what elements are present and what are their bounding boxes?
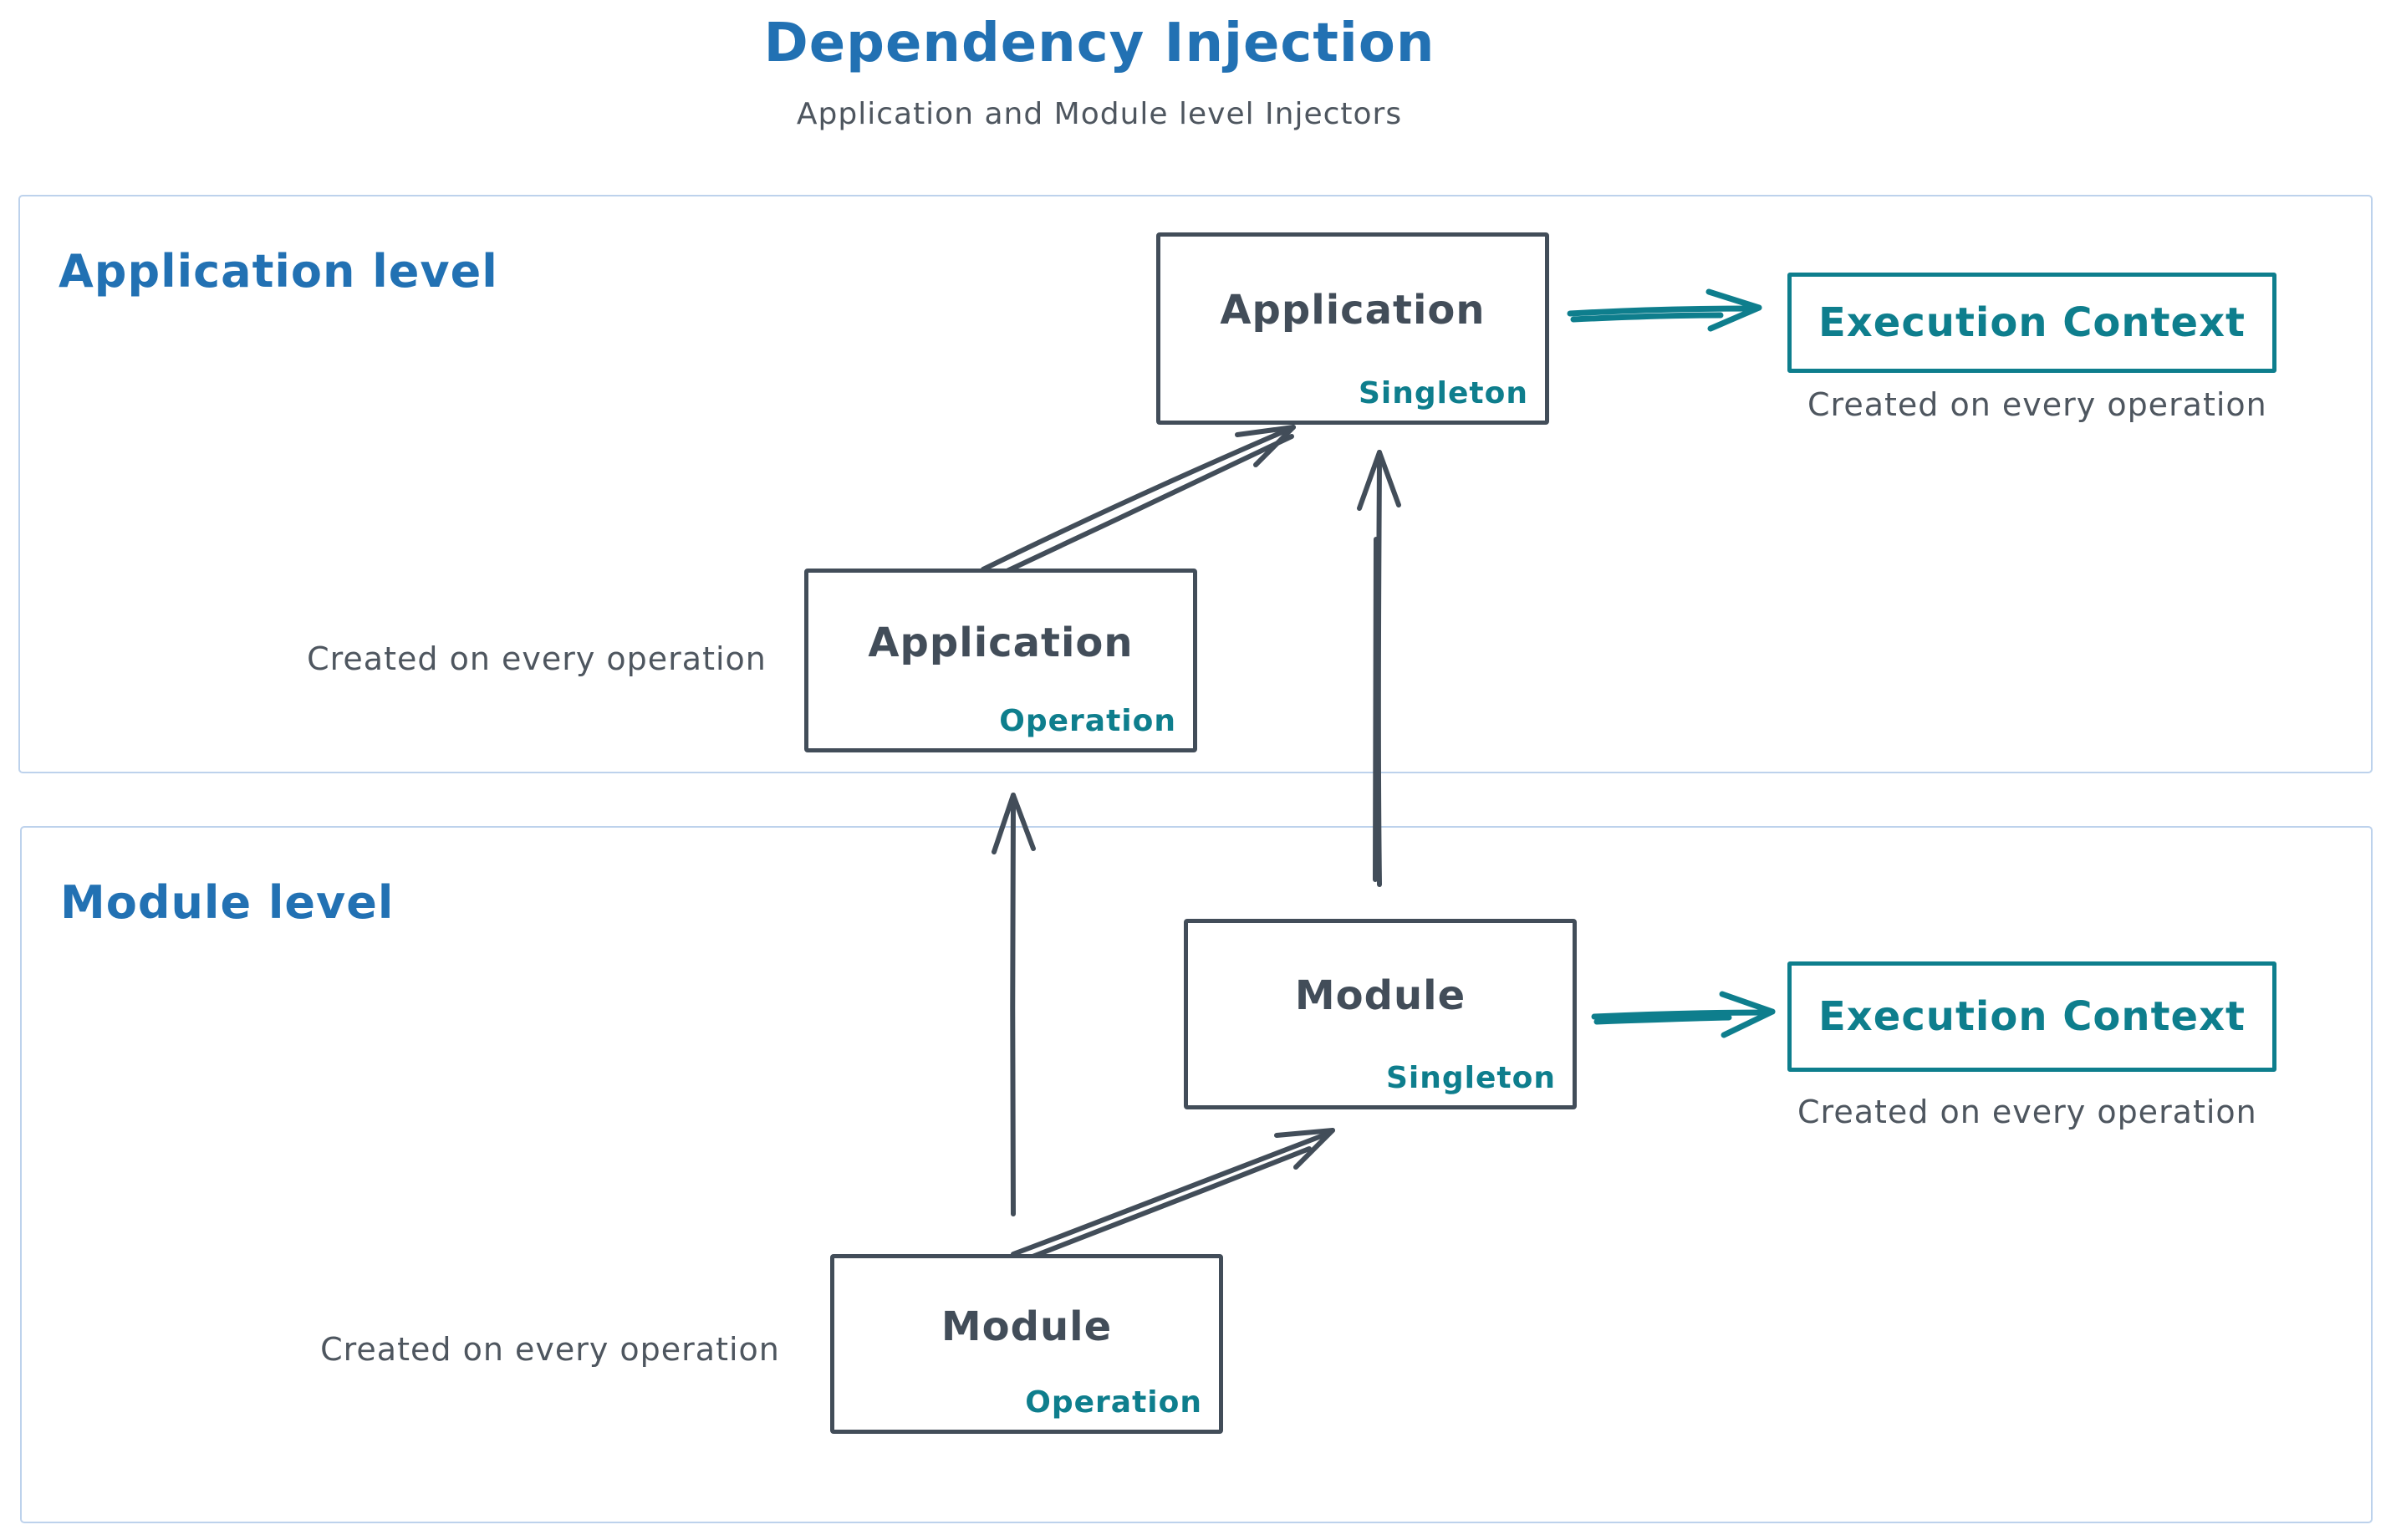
arrow-module-operation-to-app-operation xyxy=(992,793,1036,1216)
node-application-operation-title: Application xyxy=(868,620,1134,666)
node-module-singleton-title: Module xyxy=(1294,972,1466,1020)
title-block: Dependency Injection Application and Mod… xyxy=(736,13,1463,131)
node-module-singleton-scope: Singleton xyxy=(1386,1061,1556,1095)
arrow-module-singleton-to-app-singleton xyxy=(1357,450,1401,887)
arrow-app-singleton-to-execution-context xyxy=(1567,288,1762,332)
module-execution-context-note: Created on every operation xyxy=(1797,1094,2257,1130)
node-module-operation-scope: Operation xyxy=(1025,1385,1202,1420)
arrow-module-singleton-to-execution-context xyxy=(1591,991,1776,1038)
node-module-operation-title: Module xyxy=(941,1303,1113,1350)
application-level-section: Application level xyxy=(18,195,2373,773)
app-execution-context-note: Created on every operation xyxy=(1807,386,2267,423)
module-operation-note: Created on every operation xyxy=(320,1331,780,1368)
node-module-singleton: Module Singleton xyxy=(1184,919,1577,1109)
node-module-operation: Module Operation xyxy=(830,1254,1223,1434)
arrow-module-operation-to-module-singleton xyxy=(1011,1128,1335,1265)
node-application-operation: Application Operation xyxy=(804,569,1197,752)
node-application-singleton: Application Singleton xyxy=(1156,232,1549,425)
module-level-label: Module level xyxy=(60,876,395,929)
application-level-label: Application level xyxy=(59,245,498,298)
node-module-execution-context: Execution Context xyxy=(1787,961,2276,1072)
arrow-app-operation-to-app-singleton xyxy=(981,425,1296,583)
node-application-operation-scope: Operation xyxy=(999,704,1176,738)
app-operation-note: Created on every operation xyxy=(307,640,767,677)
node-application-singleton-scope: Singleton xyxy=(1359,376,1528,410)
diagram-title: Dependency Injection xyxy=(763,13,1435,74)
module-level-section: Module level xyxy=(20,826,2373,1523)
node-application-singleton-title: Application xyxy=(1220,287,1486,334)
diagram-subtitle: Application and Module level Injectors xyxy=(796,96,1403,131)
node-app-execution-context: Execution Context xyxy=(1787,273,2276,373)
